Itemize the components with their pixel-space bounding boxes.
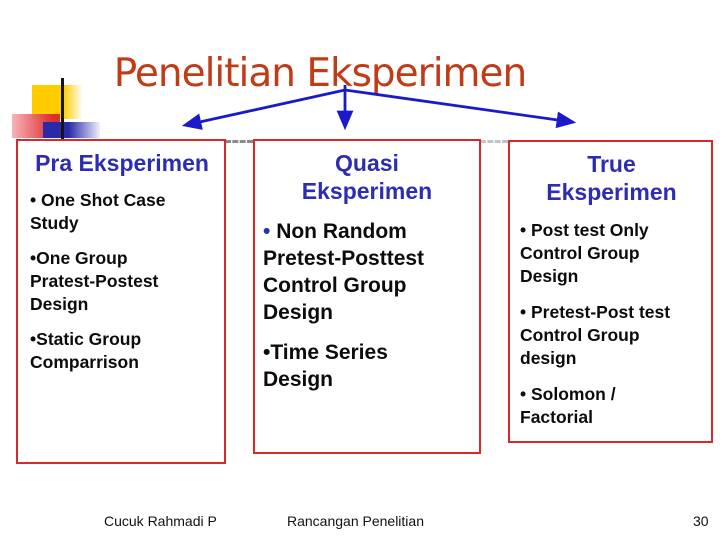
bullet-item: • Pretest-Post test Control Group design (520, 301, 703, 370)
footer-author: Cucuk Rahmadi P (104, 513, 217, 529)
bullet-item: • Non Random Pretest-Posttest Control Gr… (263, 218, 471, 326)
bullet-marker: • (263, 220, 277, 243)
bullet-item: • Solomon / Factorial (520, 383, 703, 429)
bullet-text: One Shot Case Study (30, 190, 166, 233)
logo-vertical-line (61, 78, 64, 140)
logo-yellow-square (32, 85, 82, 119)
bullet-text: Solomon / Factorial (520, 384, 616, 427)
bullet-text: Time Series Design (263, 341, 388, 391)
bullet-text: Pretest-Post test Control Group design (520, 302, 671, 368)
dashed-joint-left (225, 140, 253, 143)
box-item-list: • Non Random Pretest-Posttest Control Gr… (263, 218, 471, 393)
box-item-list: • One Shot Case Study•One Group Pratest-… (30, 189, 214, 374)
footer-subject: Rancangan Penelitian (287, 513, 424, 529)
box-item-list: • Post test Only Control Group Design• P… (520, 219, 703, 429)
box-heading: True Eksperimen (546, 151, 677, 205)
bullet-marker: • (520, 302, 531, 322)
box-heading: Quasi Eksperimen (301, 150, 433, 204)
box-heading: Pra Eksperimen (35, 150, 209, 176)
bullet-marker: • (30, 329, 37, 349)
bullet-text: Static Group Comparrison (30, 329, 142, 372)
box-true-eksperimen: True Eksperimen • Post test Only Control… (508, 140, 713, 443)
decorative-squares-logo (0, 0, 120, 150)
bullet-text: Non Random Pretest-Posttest Control Grou… (263, 220, 425, 324)
bullet-item: • One Shot Case Study (30, 189, 214, 235)
bullet-item: • Post test Only Control Group Design (520, 219, 703, 288)
bullet-text: Post test Only Control Group Design (520, 220, 649, 286)
bullet-item: •One Group Pratest-Postest Design (30, 247, 214, 316)
dashed-joint-right (480, 140, 508, 143)
bullet-marker: • (30, 248, 37, 268)
bullet-item: •Time Series Design (263, 339, 471, 393)
bullet-marker: • (520, 220, 531, 240)
logo-blue-square (43, 122, 100, 138)
footer-page-number: 30 (693, 513, 709, 529)
bullet-marker: • (263, 341, 271, 364)
box-pra-eksperimen: Pra Eksperimen • One Shot Case Study•One… (16, 139, 226, 464)
bullet-marker: • (520, 384, 531, 404)
bullet-text: One Group Pratest-Postest Design (30, 248, 159, 314)
bullet-marker: • (30, 190, 41, 210)
slide-title: Penelitian Eksperimen (113, 51, 528, 97)
box-quasi-eksperimen: Quasi Eksperimen • Non Random Pretest-Po… (253, 139, 481, 454)
bullet-item: •Static Group Comparrison (30, 328, 214, 374)
